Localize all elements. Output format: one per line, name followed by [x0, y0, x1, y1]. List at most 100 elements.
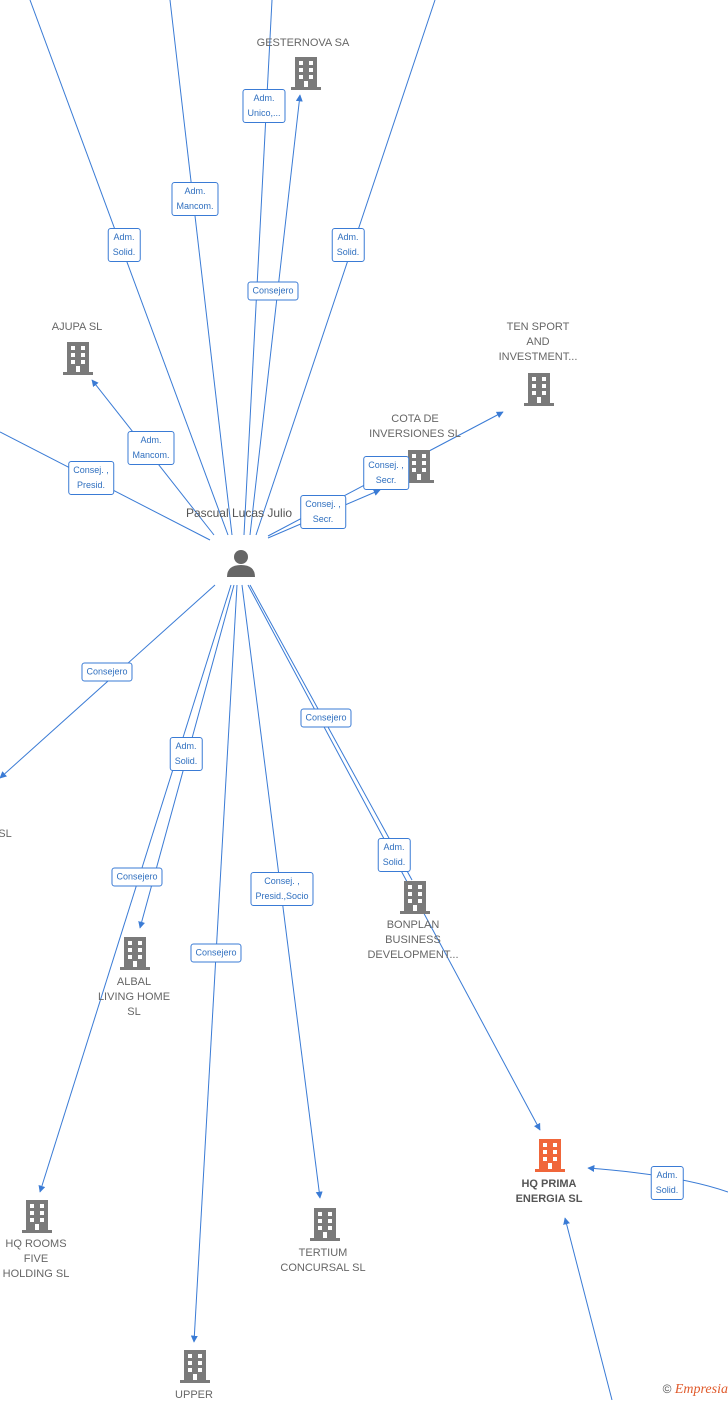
edge-label-line: Presid.,Socio	[255, 891, 309, 901]
edge-label-consejero-bonplan[interactable]: Consejero	[300, 708, 352, 728]
label-line: FIVE	[23, 1253, 49, 1265]
edge-label-adm-solid-hqprima[interactable]: Adm. Solid.	[650, 1166, 684, 1200]
edge-adm-solid-left	[29, 0, 229, 536]
edge-label-consej-presid-socio[interactable]: Consej. , Presid.,Socio	[250, 872, 314, 906]
label-line: LIVING HOME	[97, 991, 171, 1003]
edge-label-adm-mancom-ajupa[interactable]: Adm. Mancom.	[127, 431, 175, 465]
edge-label-line: Mancom.	[132, 450, 170, 460]
edge-label-line: Solid.	[174, 756, 198, 766]
edge-label-line: Consej. ,	[73, 465, 109, 475]
brand-logo-text[interactable]: Empresia	[674, 1382, 728, 1397]
tertium-building-icon[interactable]	[310, 1208, 340, 1241]
edge-label-line: Adm.	[184, 186, 206, 196]
hq-rooms-building-icon[interactable]	[22, 1200, 52, 1233]
edge-label-consej-secr-ten[interactable]: Consej. , Secr.	[363, 456, 409, 490]
label-line: INVESTMENT...	[498, 351, 578, 363]
edge-consejero-left	[0, 584, 216, 779]
edge-label-adm-solid-bonplan[interactable]: Adm. Solid.	[377, 838, 411, 872]
edge-label-line: Adm.	[140, 435, 162, 445]
edge-label-adm-solid-left[interactable]: Adm. Solid.	[107, 228, 141, 262]
bonplan-building-icon[interactable]	[400, 881, 430, 914]
person-name[interactable]: Pascual Lucas Julio	[186, 506, 292, 521]
label-line: HOLDING SL	[2, 1268, 70, 1280]
edge-consejero-bonplan	[249, 584, 413, 881]
label-line: AND	[526, 336, 550, 348]
company-left-sl-label[interactable]: SL	[0, 827, 12, 842]
ajupa-building-icon[interactable]	[63, 342, 93, 375]
company-upper-label[interactable]: UPPER	[175, 1388, 213, 1403]
edge-label-line: Adm.	[113, 232, 135, 242]
label-line: HQ PRIMA	[521, 1178, 577, 1190]
edge-label-line: Adm.	[175, 741, 197, 751]
person-icon[interactable]	[227, 550, 255, 577]
edge-label-line: Consejero	[116, 871, 158, 882]
edge-label-line: Adm.	[253, 93, 275, 103]
label-line: GESTERNOVA SA	[256, 37, 350, 49]
edge-bottom-hqprima	[563, 1217, 613, 1400]
edge-label-line: Solid.	[336, 247, 360, 257]
edge-label-line: Consej. ,	[368, 460, 404, 470]
edge-label-line: Secr.	[312, 514, 334, 524]
label-line: UPPER	[175, 1389, 213, 1401]
person-name-line1: Pascual	[185, 506, 229, 520]
label-line: DEVELOPMENT...	[367, 949, 459, 961]
edge-label-line: Adm.	[383, 842, 405, 852]
company-hq-rooms-label[interactable]: HQ ROOMS FIVE HOLDING SL	[3, 1237, 70, 1282]
label-line: SL	[127, 1006, 141, 1018]
hq-prima-building-icon[interactable]	[535, 1139, 565, 1172]
edge-label-adm-unico[interactable]: Adm. Unico,...	[242, 89, 286, 123]
edge-label-adm-mancom-top[interactable]: Adm. Mancom.	[171, 182, 219, 216]
edge-label-consej-presid[interactable]: Consej. , Presid.	[68, 461, 114, 495]
company-ten-sport-label[interactable]: TEN SPORT AND INVESTMENT...	[499, 320, 578, 365]
edge-label-line: Adm.	[656, 1170, 678, 1180]
company-ajupa-label[interactable]: AJUPA SL	[52, 320, 103, 335]
edge-label-adm-solid-right[interactable]: Adm. Solid.	[331, 228, 365, 262]
person-name-line2: Lucas Julio	[232, 506, 293, 520]
footer-credit: © Empresia	[663, 1382, 728, 1398]
edge-label-line: Adm.	[337, 232, 359, 242]
company-albal-label[interactable]: ALBAL LIVING HOME SL	[98, 975, 170, 1020]
edge-label-consejero-upper[interactable]: Consejero	[190, 943, 242, 963]
edge-adm-unico	[249, 94, 303, 536]
edge-label-line: Presid.	[76, 480, 105, 490]
ten-sport-building-icon[interactable]	[524, 373, 554, 406]
company-tertium-label[interactable]: TERTIUM CONCURSAL SL	[280, 1246, 365, 1276]
edge-adm-mancom-top	[169, 0, 233, 536]
edge-label-line: Consejero	[305, 712, 347, 723]
edge-label-consejero-hqrooms[interactable]: Consejero	[111, 867, 163, 887]
label-line: ENERGIA SL	[515, 1193, 583, 1205]
company-bonplan-label[interactable]: BONPLAN BUSINESS DEVELOPMENT...	[367, 918, 458, 963]
company-hq-prima-label[interactable]: HQ PRIMA ENERGIA SL	[516, 1177, 583, 1207]
label-line: CONCURSAL SL	[280, 1262, 366, 1274]
edge-label-consejero-top[interactable]: Consejero	[247, 281, 299, 301]
edge-label-line: Consej. ,	[264, 876, 300, 886]
copyright-symbol: ©	[662, 1382, 672, 1396]
edge-label-adm-solid-albal[interactable]: Adm. Solid.	[169, 737, 203, 771]
edge-label-line: Secr.	[375, 475, 397, 485]
label-line: SL	[0, 828, 12, 840]
edge-label-line: Consejero	[252, 285, 294, 296]
edge-label-line: Consejero	[86, 666, 128, 677]
upper-building-icon[interactable]	[180, 1350, 210, 1383]
label-line: INVERSIONES SL	[369, 428, 461, 440]
edge-label-line: Solid.	[655, 1185, 679, 1195]
label-line: BONPLAN	[386, 919, 440, 931]
edge-label-consejero-left[interactable]: Consejero	[81, 662, 133, 682]
edge-label-line: Unico,...	[247, 108, 281, 118]
albal-building-icon[interactable]	[120, 937, 150, 970]
edge-label-line: Mancom.	[176, 201, 214, 211]
gesternova-building-icon[interactable]	[291, 57, 321, 90]
label-line: BUSINESS	[385, 934, 441, 946]
label-line: TEN SPORT	[506, 321, 570, 333]
edge-consejero-hqrooms	[38, 584, 232, 1193]
edge-label-line: Solid.	[112, 247, 136, 257]
label-line: ALBAL	[116, 976, 152, 988]
edge-consejero-upper	[190, 584, 238, 1343]
label-line: COTA DE	[391, 413, 439, 425]
edge-label-line: Consejero	[195, 947, 237, 958]
edge-label-line: Consej. ,	[305, 499, 341, 509]
company-gesternova-label[interactable]: GESTERNOVA SA	[257, 36, 350, 51]
edge-label-consej-secr-cota[interactable]: Consej. , Secr.	[300, 495, 346, 529]
company-cota-label[interactable]: COTA DE INVERSIONES SL	[369, 412, 461, 442]
